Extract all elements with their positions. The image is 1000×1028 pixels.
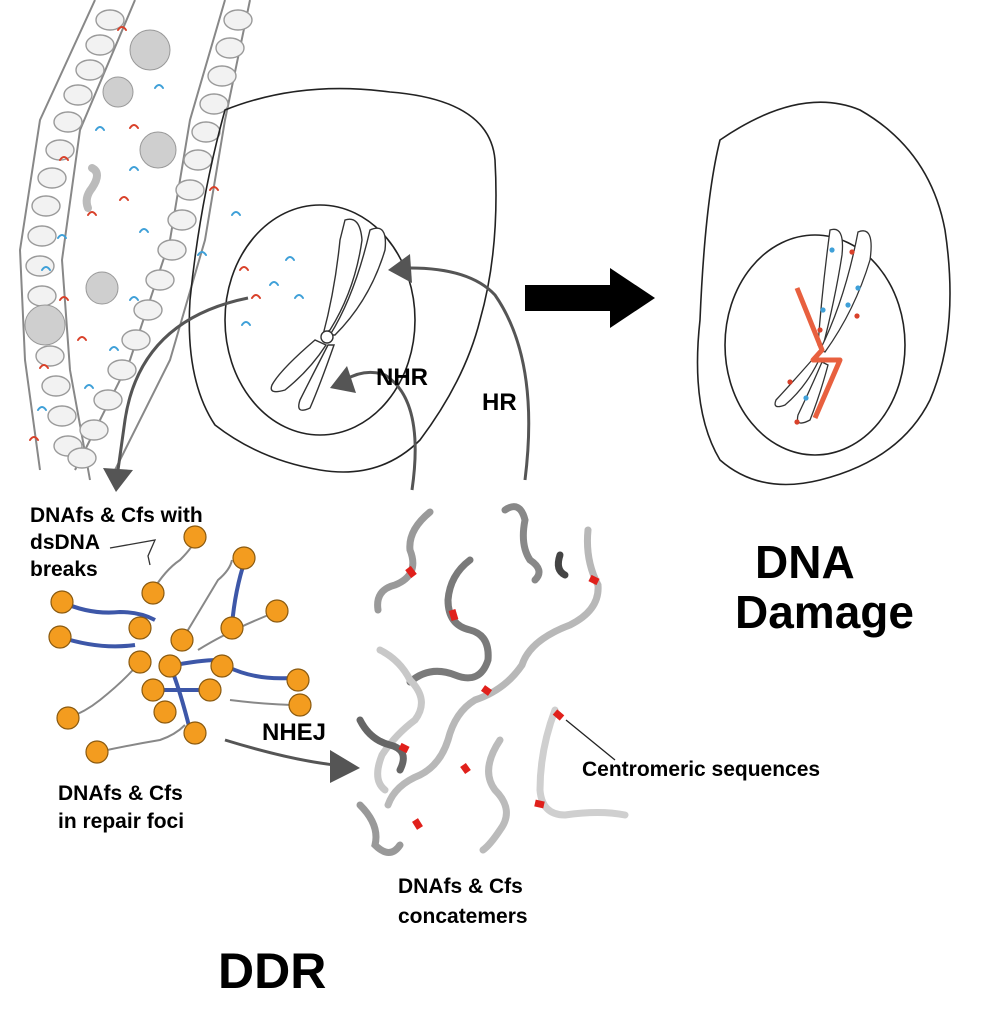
cell-right bbox=[696, 101, 951, 486]
label-dnafs-breaks-1: DNAfs & Cfs with bbox=[30, 504, 203, 527]
label-repair-foci-2: in repair foci bbox=[58, 810, 184, 833]
label-dnafs-breaks-3: breaks bbox=[30, 558, 98, 581]
label-nhej: NHEJ bbox=[262, 719, 326, 746]
label-ddr: DDR bbox=[218, 943, 326, 999]
label-concatemers-2: concatemers bbox=[398, 905, 528, 928]
repair-foci-cluster bbox=[48, 525, 312, 764]
nucleus-right bbox=[724, 234, 906, 456]
cell-left bbox=[188, 87, 497, 473]
process-arrow bbox=[103, 254, 531, 783]
label-dna-damage-2: Damage bbox=[735, 586, 914, 638]
damage-arrow-icon bbox=[525, 268, 655, 328]
concatemers bbox=[356, 503, 629, 856]
label-concatemers-1: DNAfs & Cfs bbox=[398, 875, 523, 898]
nucleus-left bbox=[224, 204, 416, 436]
blood-vessel-wall bbox=[18, 0, 253, 481]
label-dna-damage-1: DNA bbox=[755, 536, 855, 588]
centromeric-pointer bbox=[565, 719, 616, 761]
label-repair-foci-1: DNAfs & Cfs bbox=[58, 782, 183, 805]
damaged-chromosome bbox=[774, 228, 872, 425]
label-hr: HR bbox=[482, 389, 517, 416]
chromosome bbox=[270, 218, 387, 411]
label-centromeric: Centromeric sequences bbox=[582, 758, 820, 781]
label-dnafs-breaks-2: dsDNA bbox=[30, 531, 100, 554]
dna-fragments bbox=[29, 26, 304, 441]
label-nhr: NHR bbox=[376, 364, 428, 391]
centromeric-marks bbox=[398, 565, 600, 830]
leukocyte-cell bbox=[24, 29, 177, 346]
